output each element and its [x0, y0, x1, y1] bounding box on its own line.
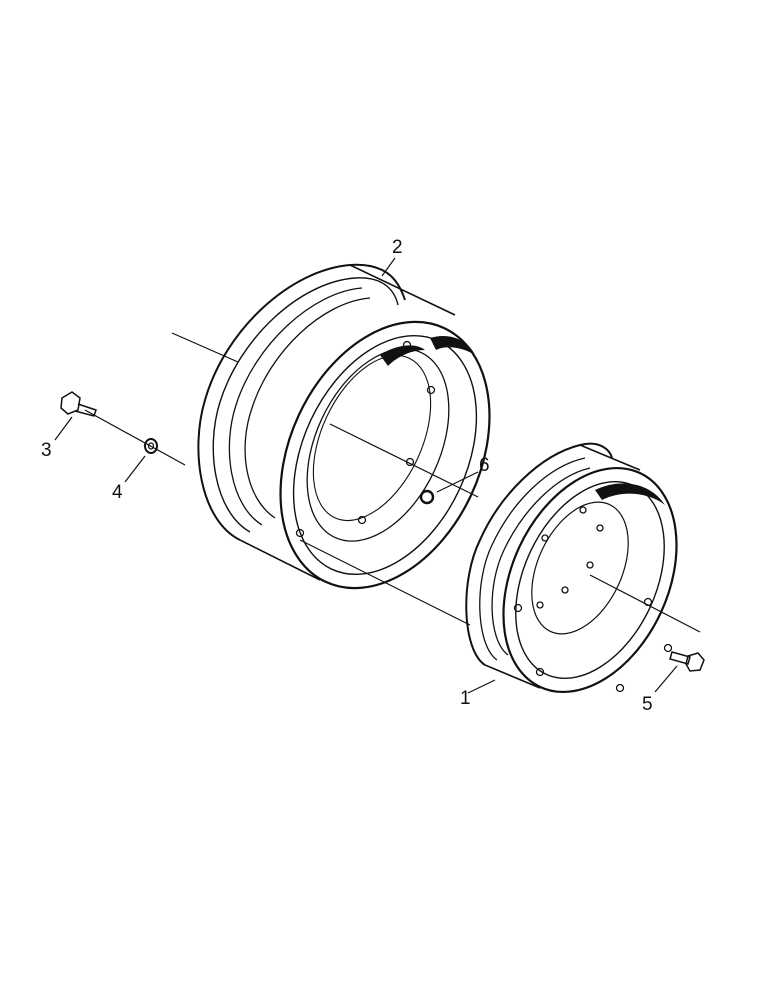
inner-rim-top-edge: [579, 444, 641, 471]
bolt-hole: [513, 603, 523, 613]
bolt-hole: [615, 683, 625, 693]
callout-6: 6: [479, 455, 490, 476]
callout-2: 2: [392, 237, 403, 258]
leader-lines: [54, 257, 678, 694]
leader-line-6: [436, 471, 479, 493]
bolt-part-5: [669, 651, 705, 672]
bolt-shank: [74, 403, 97, 417]
bolt-hole: [536, 601, 544, 609]
leader-line-4: [124, 455, 146, 483]
inner-rim-groove-2: [491, 467, 591, 656]
callout-3: 3: [41, 440, 52, 461]
bolt-hole: [295, 528, 305, 538]
valve-stem-hole: [419, 489, 435, 505]
outer-rim-back-flange: [197, 263, 406, 541]
outer-rim-shadow-2: [430, 335, 475, 355]
bolt-hole: [663, 643, 673, 653]
bolt-hole: [579, 506, 587, 514]
bolt-head: [685, 652, 705, 672]
inner-rim-front-flange: [502, 466, 678, 694]
bolt-hole: [586, 561, 594, 569]
inner-rim-bolt-holes: [513, 506, 673, 693]
washer-inner: [147, 442, 155, 450]
bolt-hole: [535, 667, 545, 677]
bolt-hole: [426, 385, 436, 395]
leader-line-5: [654, 665, 678, 693]
bolt-hole: [596, 524, 604, 532]
callout-labels: 2 3 4 6 1 5: [41, 237, 653, 715]
outer-rim-bottom-edge: [239, 539, 321, 581]
outer-rim-back-flange-inner: [212, 277, 399, 533]
bolt-hole: [357, 515, 367, 525]
leader-line-1: [467, 679, 496, 694]
outer-rim-front-flange: [279, 320, 491, 590]
callout-5: 5: [642, 694, 653, 715]
washer-part-4: [144, 438, 158, 454]
outer-rim-top-edge: [349, 264, 456, 316]
callout-1: 1: [460, 688, 471, 709]
bolt-hole: [402, 340, 412, 350]
inner-wheel-rim: [465, 442, 678, 694]
axis-line-upper: [171, 332, 239, 363]
washer-outer: [144, 438, 158, 454]
axis-line-bolt3: [84, 409, 186, 466]
inner-rim-groove-1: [479, 457, 586, 661]
outer-rim-groove-2: [244, 297, 371, 519]
inner-rim-hub-ring: [531, 501, 629, 635]
bolt-head: [60, 391, 81, 415]
inner-rim-bottom-edge: [484, 664, 541, 689]
leader-line-3: [54, 416, 73, 441]
bolt-part-3: [60, 391, 97, 417]
bolt-shank: [669, 651, 691, 665]
outer-rim-groove-1: [228, 287, 363, 526]
outer-rim-shadow-1: [380, 345, 425, 366]
bolt-hole: [541, 534, 549, 542]
axis-line-hub: [329, 423, 479, 498]
bolt-hole: [405, 457, 415, 467]
outer-rim-inner-well-2: [312, 354, 432, 522]
outer-wheel-rim: [197, 263, 491, 590]
inner-rim-shadow: [595, 483, 665, 505]
outer-rim-front-flange-inner: [292, 334, 478, 576]
leader-line-2: [381, 257, 396, 277]
callout-4: 4: [112, 482, 123, 503]
bolt-hole: [561, 586, 569, 594]
inner-rim-back-flange: [465, 442, 613, 666]
bolt-hole: [643, 597, 653, 607]
outer-rim-bolt-holes: [295, 340, 436, 538]
outer-rim-inner-well: [306, 348, 450, 542]
